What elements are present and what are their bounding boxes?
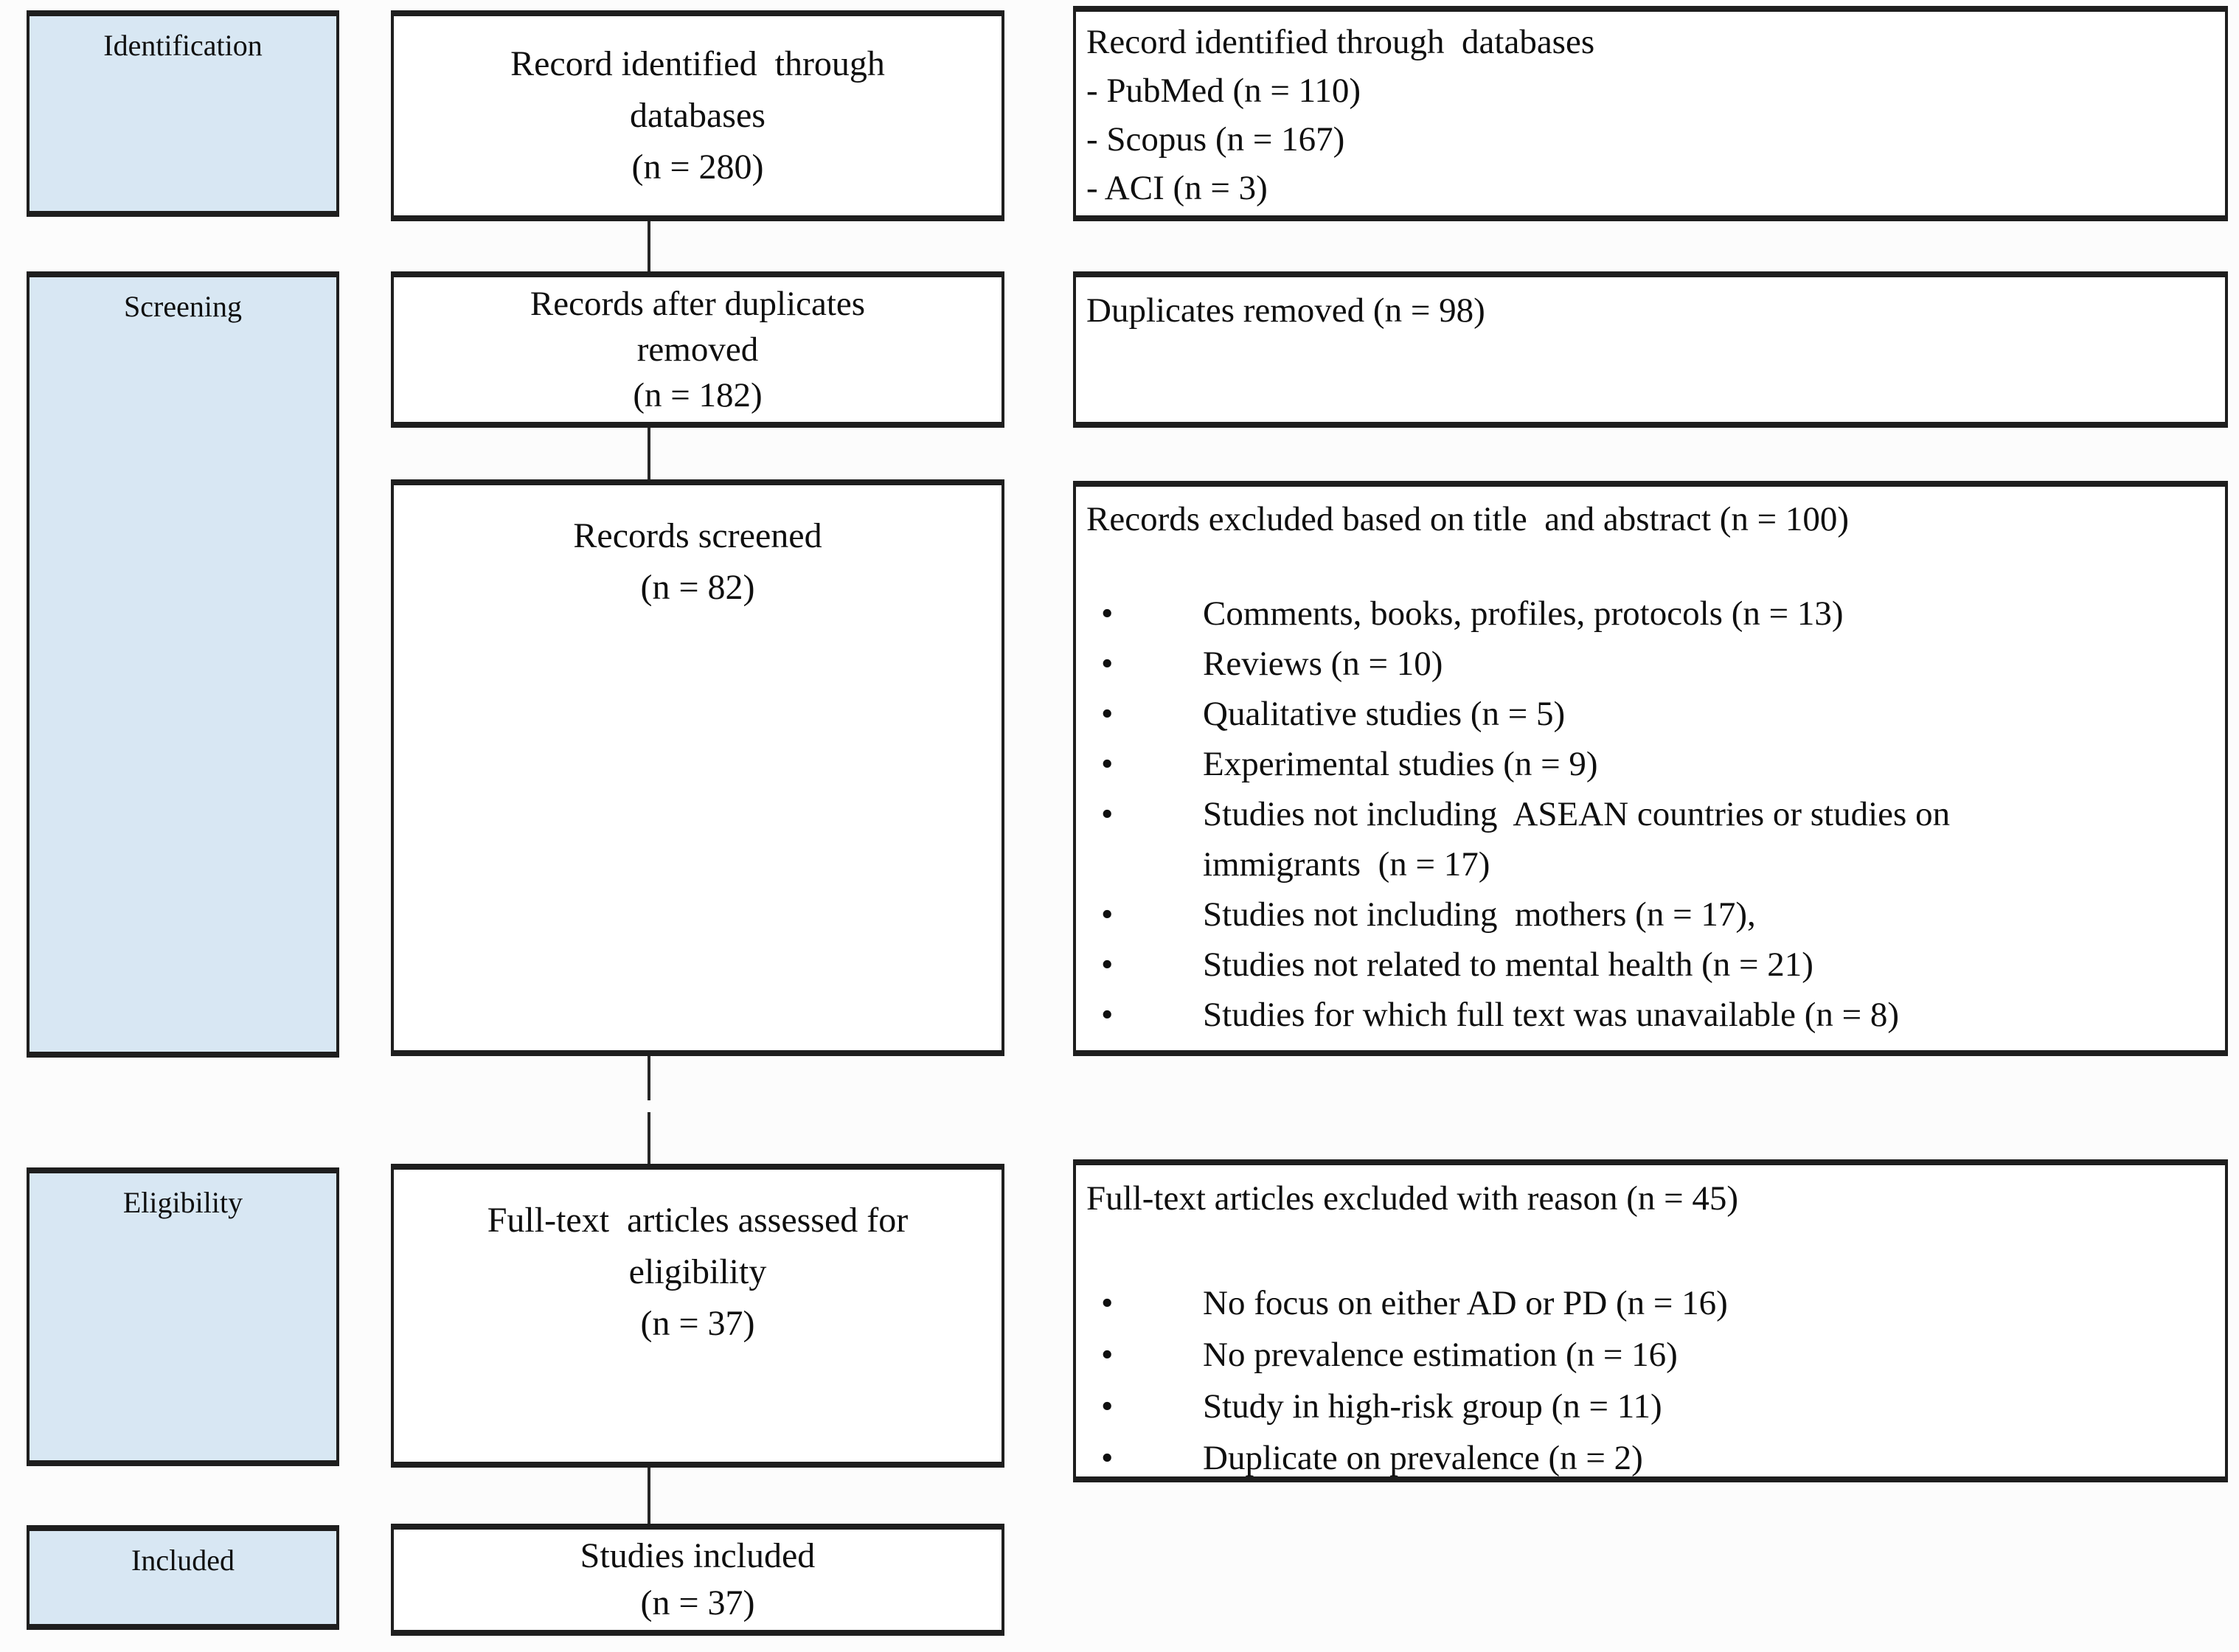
- list-item: •No prevalence estimation (n = 16): [1086, 1329, 2038, 1381]
- list-item: •Studies not including mothers (n = 17),: [1086, 889, 2038, 940]
- flow-box-after-duplicates: Records after duplicates removed (n = 18…: [391, 271, 1004, 428]
- side-box-duplicates-removed: Duplicates removed (n = 98): [1073, 271, 2228, 428]
- list-item: •Studies for which full text was unavail…: [1086, 990, 2038, 1040]
- flow-box-line: Record identified through: [510, 44, 885, 83]
- flow-box-line: Records after duplicates: [530, 285, 866, 323]
- side-box-title: Full-text articles excluded with reason …: [1086, 1179, 1739, 1218]
- connector-line: [648, 428, 650, 479]
- flow-box-line: (n = 182): [633, 376, 763, 414]
- list-item: •Experimental studies (n = 9): [1086, 739, 2038, 789]
- stage-label-included: Included: [131, 1544, 235, 1577]
- stage-label-identification: Identification: [103, 29, 263, 62]
- flow-box-line: eligibility: [628, 1252, 767, 1291]
- fulltext-exclusion-reasons-list: •No focus on either AD or PD (n = 16) •N…: [1086, 1277, 2204, 1484]
- side-box-title: Record identified through databases: [1086, 23, 1595, 61]
- database-item-scopus: - Scopus (n = 167): [1086, 120, 1345, 159]
- stage-box-included: Included: [27, 1525, 339, 1630]
- bullet-icon: •: [1101, 996, 1114, 1034]
- stage-label-eligibility: Eligibility: [122, 1186, 243, 1219]
- stage-box-screening: Screening: [27, 271, 339, 1058]
- side-box-title: Records excluded based on title and abst…: [1086, 500, 1850, 538]
- bullet-icon: •: [1101, 745, 1114, 783]
- flow-box-line: (n = 37): [640, 1583, 755, 1622]
- list-item: •Qualitative studies (n = 5): [1086, 689, 2038, 739]
- stage-label-screening: Screening: [124, 290, 242, 323]
- flow-box-line: (n = 82): [640, 568, 755, 607]
- side-box-records-excluded: Records excluded based on title and abst…: [1073, 481, 2228, 1056]
- bullet-icon: •: [1101, 795, 1114, 833]
- list-item: •Reviews (n = 10): [1086, 639, 2038, 689]
- flow-box-line: (n = 280): [631, 148, 764, 187]
- bullet-icon: •: [1101, 695, 1114, 733]
- list-item: •Studies not including ASEAN countries o…: [1086, 789, 2038, 889]
- connector-line: [648, 1468, 650, 1524]
- flow-box-studies-included: Studies included (n = 37): [391, 1524, 1004, 1636]
- bullet-icon: •: [1101, 1284, 1114, 1322]
- stage-box-eligibility: Eligibility: [27, 1167, 339, 1466]
- flow-box-records-identified: Record identified through databases (n =…: [391, 10, 1004, 221]
- flow-box-line: removed: [636, 330, 759, 369]
- list-item: •No focus on either AD or PD (n = 16): [1086, 1277, 2038, 1329]
- list-item: •Studies not related to mental health (n…: [1086, 940, 2038, 990]
- list-item: •Comments, books, profiles, protocols (n…: [1086, 589, 2038, 639]
- flow-box-line: Studies included: [580, 1536, 816, 1575]
- stage-box-identification: Identification: [27, 10, 339, 217]
- flow-box-line: databases: [630, 96, 766, 135]
- bullet-icon: •: [1101, 645, 1114, 683]
- list-item: •Study in high-risk group (n = 11): [1086, 1381, 2038, 1432]
- database-item-pubmed: - PubMed (n = 110): [1086, 72, 1361, 110]
- connector-line: [648, 1056, 650, 1100]
- flow-box-records-screened: Records screened (n = 82): [391, 479, 1004, 1056]
- flow-box-fulltext-assessed: Full-text articles assessed for eligibil…: [391, 1164, 1004, 1468]
- bullet-icon: •: [1101, 895, 1114, 934]
- flow-box-line: Full-text articles assessed for: [487, 1201, 909, 1240]
- exclusion-reasons-list: •Comments, books, profiles, protocols (n…: [1086, 589, 2204, 1040]
- side-box-title: Duplicates removed (n = 98): [1086, 291, 1485, 330]
- bullet-icon: •: [1101, 945, 1114, 984]
- side-box-databases: Record identified through databases - Pu…: [1073, 6, 2228, 221]
- side-box-fulltext-excluded: Full-text articles excluded with reason …: [1073, 1159, 2228, 1482]
- flow-box-line: (n = 37): [640, 1304, 755, 1343]
- database-item-aci: - ACI (n = 3): [1086, 169, 1268, 207]
- flow-box-line: Records screened: [573, 516, 822, 555]
- bullet-icon: •: [1101, 1387, 1114, 1426]
- bullet-icon: •: [1101, 1439, 1114, 1477]
- connector-line: [648, 1112, 650, 1164]
- connector-line: [648, 221, 650, 271]
- bullet-icon: •: [1101, 594, 1114, 633]
- bullet-icon: •: [1101, 1336, 1114, 1374]
- list-item: •Duplicate on prevalence (n = 2): [1086, 1432, 2038, 1484]
